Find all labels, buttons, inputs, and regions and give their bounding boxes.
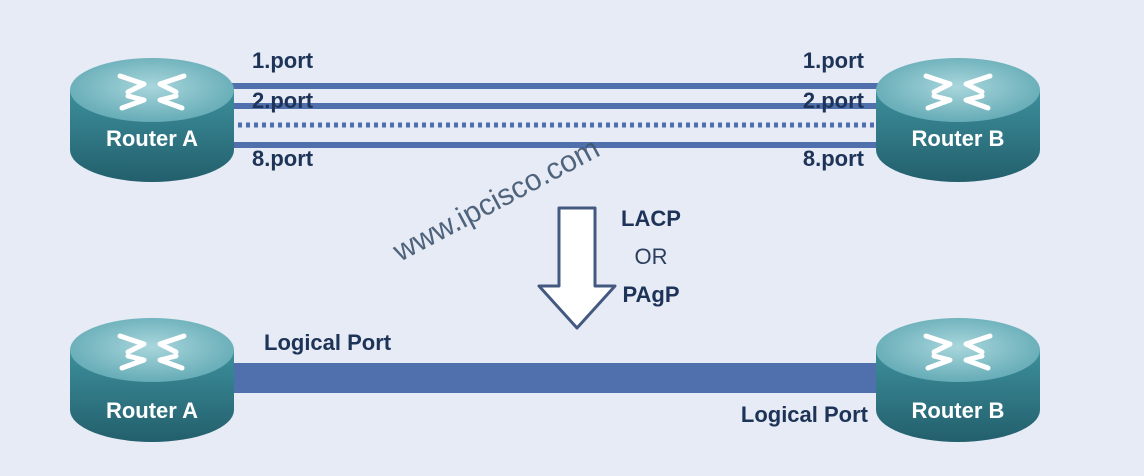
protocol-pagp: PAgP — [622, 282, 679, 307]
protocol-lacp: LACP — [621, 206, 681, 231]
port-label-left-8: 8.port — [252, 146, 314, 171]
protocol-or: OR — [635, 244, 668, 269]
router-a-bottom-label: Router A — [106, 398, 198, 423]
logical-port-label-left: Logical Port — [264, 330, 392, 355]
router-a-top-label: Router A — [106, 126, 198, 151]
router-a-top: Router A — [70, 58, 234, 182]
router-b-bottom-label: Router B — [912, 398, 1005, 423]
router-a-bottom: Router A — [70, 318, 234, 442]
router-b-bottom: Router B — [876, 318, 1040, 442]
port-label-right-8: 8.port — [803, 146, 865, 171]
port-label-left-2: 2.port — [252, 88, 314, 113]
top-link-group — [150, 83, 1010, 148]
port-label-left-1: 1.port — [252, 48, 314, 73]
port-label-right-2: 2.port — [803, 88, 865, 113]
router-b-top: Router B — [876, 58, 1040, 182]
router-b-top-label: Router B — [912, 126, 1005, 151]
down-arrow-icon — [537, 206, 617, 330]
port-label-right-1: 1.port — [803, 48, 865, 73]
logical-port-label-right: Logical Port — [741, 402, 869, 427]
